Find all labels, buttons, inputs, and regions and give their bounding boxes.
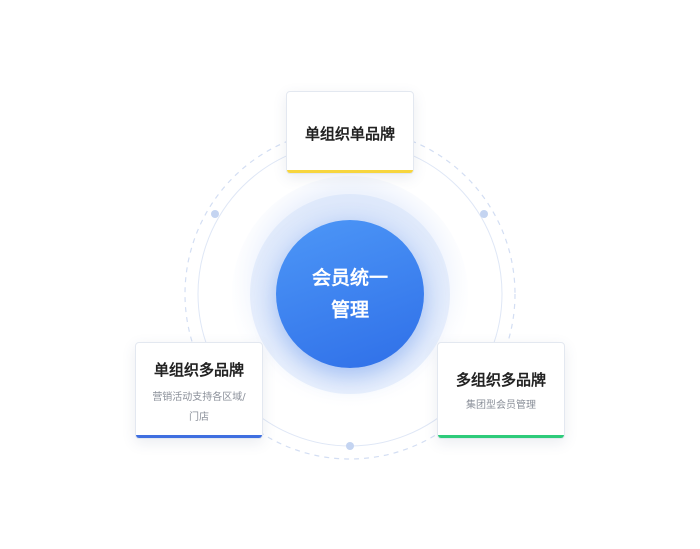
node-accent-bar — [438, 435, 564, 438]
node-title: 单组织单品牌 — [304, 125, 395, 143]
node-card-single-org-multi-brand: 单组织多品牌 营销活动支持各区域/门店 — [135, 342, 263, 439]
center-label-line2: 管理 — [330, 299, 369, 321]
node-accent-bar — [136, 435, 262, 438]
node-description: 集团型会员管理 — [466, 400, 536, 411]
center-hub: 会员统一 管理 — [276, 220, 424, 368]
outer-dashed-ring — [184, 128, 516, 460]
node-card-multi-org-multi-brand: 多组织多品牌 集团型会员管理 — [437, 342, 565, 439]
ring-dot-left — [211, 210, 219, 218]
node-accent-bar — [287, 170, 413, 173]
node-card-single-org-single-brand: 单组织单品牌 — [286, 91, 414, 174]
ring-dot-right — [480, 210, 488, 218]
node-description: 营销活动支持各区域/门店 — [152, 392, 246, 423]
center-label-line1: 会员统一 — [311, 267, 388, 289]
node-title: 多组织多品牌 — [455, 371, 546, 389]
ring-dot-bottom — [346, 442, 354, 450]
node-title: 单组织多品牌 — [153, 361, 244, 379]
